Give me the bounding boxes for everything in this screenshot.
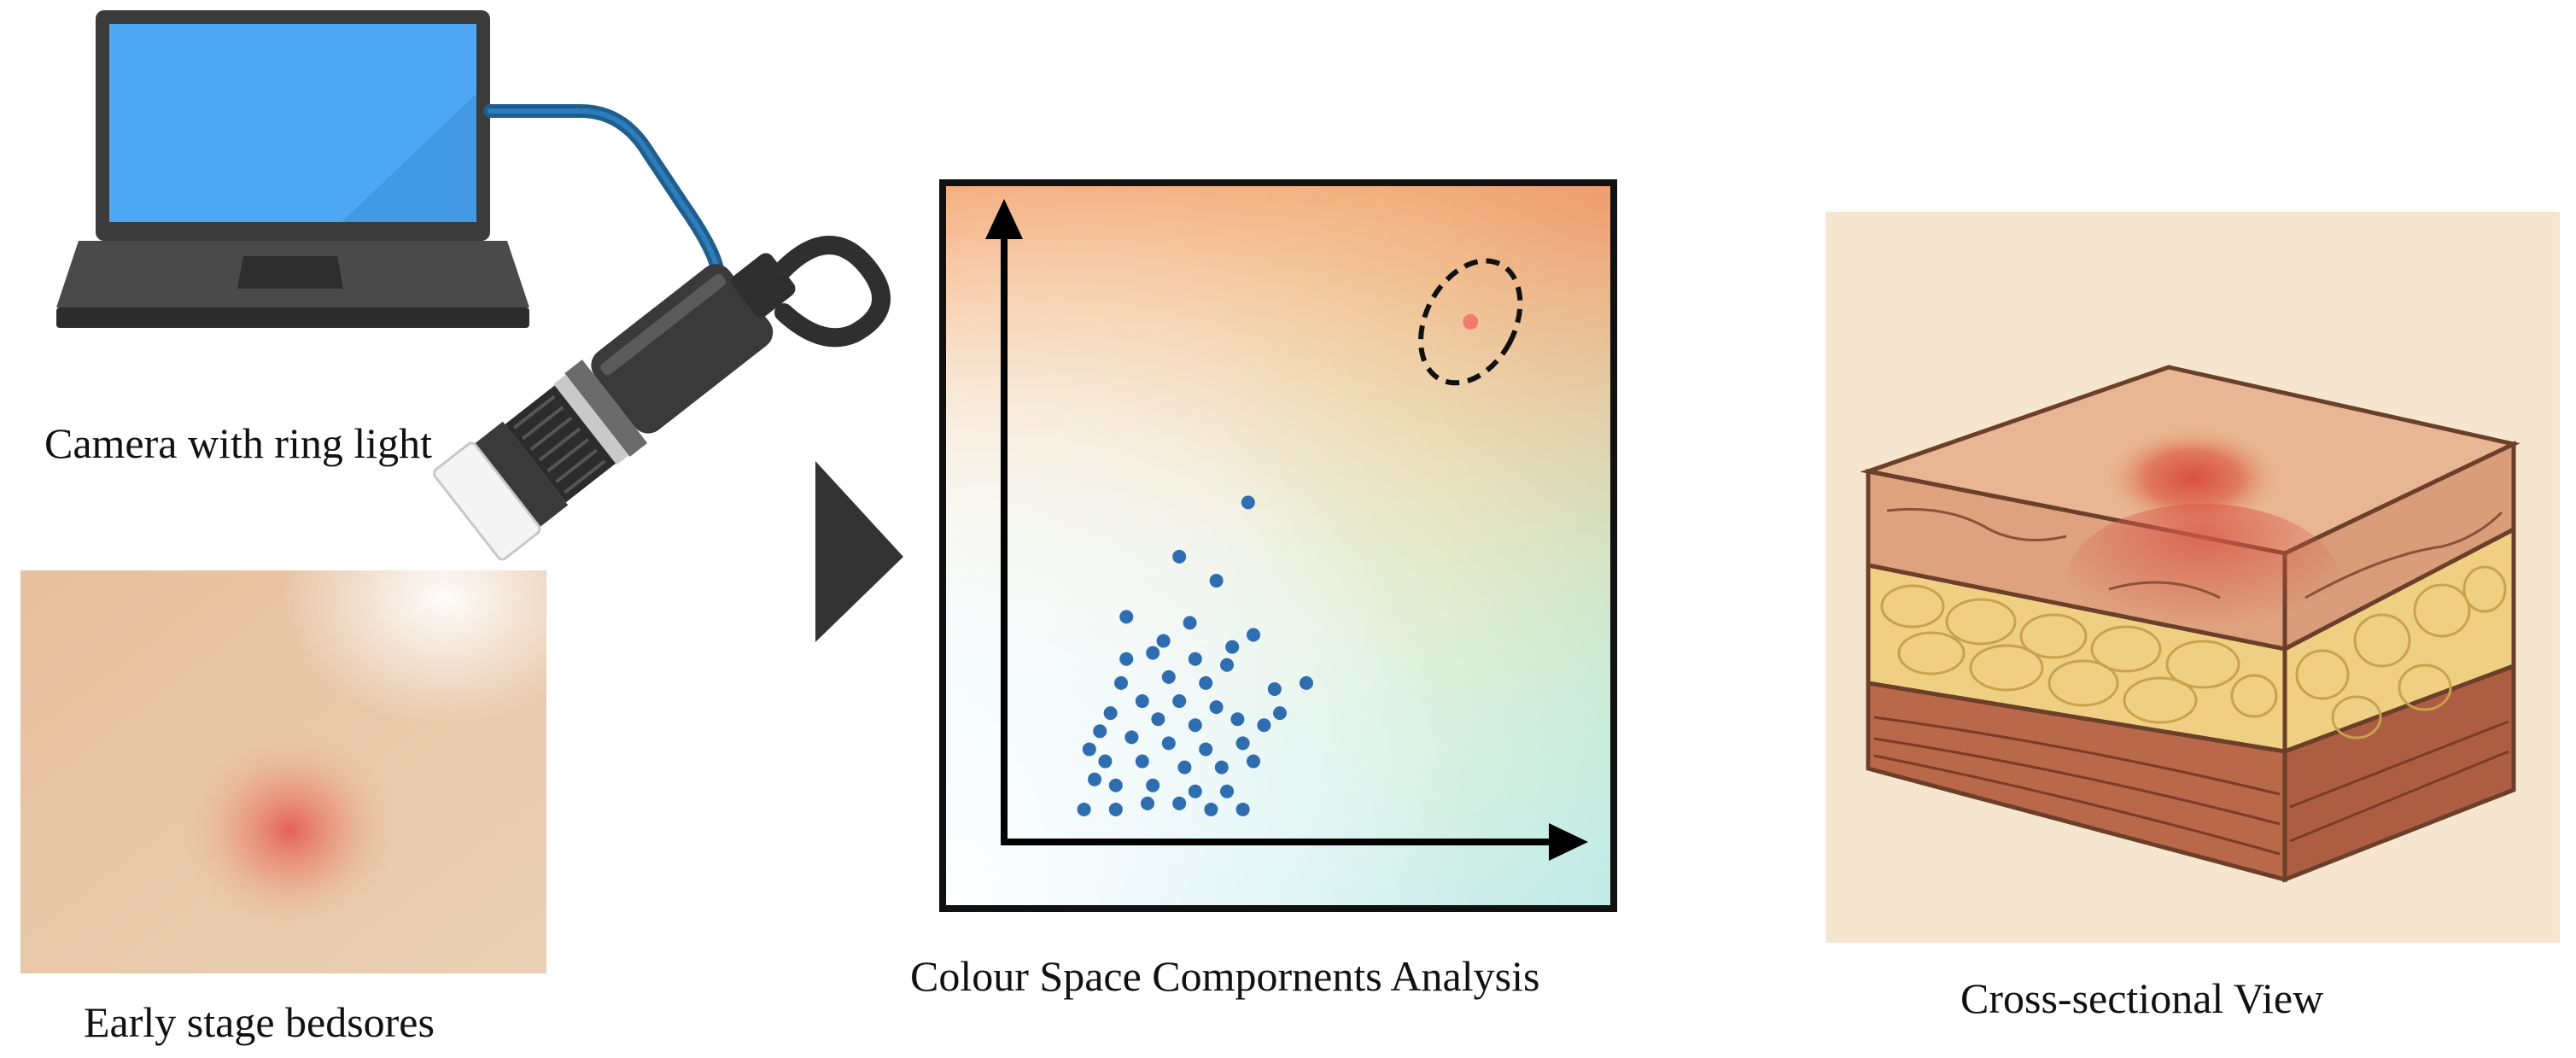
camera-nose: [474, 421, 569, 528]
scatter-point: [1199, 675, 1213, 690]
camera-grip-ridges: [512, 395, 606, 494]
scatter-point: [1088, 772, 1101, 786]
scatter-point: [1082, 742, 1096, 757]
camera-body-shine: [600, 273, 727, 376]
plot-frame: [939, 179, 1617, 912]
scatter-point: [1247, 628, 1260, 642]
scatter-point: [1247, 754, 1260, 769]
scatter-point: [1103, 706, 1118, 721]
muscle-layer-side: [2282, 663, 2516, 883]
scatter-point: [1235, 802, 1250, 816]
scatter-point: [1199, 742, 1213, 757]
scatter-point: [1124, 730, 1139, 745]
scatter-point: [1172, 694, 1187, 709]
scatter-point: [1172, 796, 1187, 810]
outlier-point: [1463, 313, 1479, 330]
laptop-icon: [56, 10, 529, 328]
caption-analysis: Colour Space Compornents Analysis: [910, 952, 1540, 1000]
y-axis-arrowhead: [985, 199, 1023, 239]
scatter-point: [1114, 675, 1128, 690]
scatter-point: [1235, 736, 1250, 751]
scatter-point: [1273, 706, 1287, 721]
scatter-point: [1230, 712, 1245, 727]
scatter-point: [1188, 718, 1202, 733]
laptop-base-edge: [56, 307, 529, 328]
scatter-point: [1220, 658, 1234, 672]
camera-ring-top: [564, 359, 648, 457]
camera-ring-silver: [553, 374, 629, 465]
usb-cable-highlight: [488, 108, 720, 272]
caption-camera: Camera with ring light: [44, 419, 433, 467]
scatter-point: [1135, 694, 1149, 709]
scatter-point: [1108, 778, 1123, 792]
scatter-point: [1141, 796, 1154, 810]
scatter-point: [1241, 495, 1255, 510]
skin-wrinkles: [1886, 507, 2503, 599]
scatter-point: [1135, 754, 1149, 769]
scatter-point: [1098, 754, 1113, 769]
fat-cells: [1880, 565, 2507, 739]
ring-light: [432, 441, 541, 561]
caption-cross-section: Cross-sectional View: [1960, 974, 2324, 1022]
scatter-point: [1225, 640, 1240, 654]
camera-body: [591, 264, 774, 434]
screen-glare: [342, 94, 476, 222]
scatter-point: [1177, 760, 1192, 775]
scatter-point: [1267, 681, 1282, 696]
scatter-point: [1257, 718, 1271, 733]
scatter-point: [1188, 784, 1202, 798]
x-axis-arrowhead: [1549, 823, 1588, 861]
muscle-striations: [1873, 716, 2509, 856]
scatter-point: [1220, 784, 1234, 798]
scatter-point: [1209, 574, 1224, 588]
flow-arrow-icon: [815, 461, 903, 642]
caption-bedsore: Early stage bedsores: [84, 998, 435, 1046]
scatter-points: [1077, 313, 1479, 816]
scatter-point: [1093, 724, 1107, 739]
cross-section-illustration: [1825, 212, 2560, 943]
scatter-point: [1183, 616, 1197, 630]
scatter-point: [1161, 736, 1176, 751]
lesion-top: [2107, 429, 2278, 528]
scatter-point: [1151, 712, 1165, 727]
scatter-point: [1146, 778, 1160, 792]
plot-background: [943, 183, 1614, 909]
scatter-point: [1077, 802, 1091, 816]
usb-cable: [483, 104, 724, 276]
outlier-cluster-ellipse: [1418, 258, 1523, 386]
camera-icon: [432, 236, 891, 561]
scatter-point: [1146, 646, 1160, 660]
scatter-point: [1172, 549, 1187, 564]
scatter-point: [1108, 802, 1123, 816]
camera-cable-loop: [774, 236, 891, 348]
scatter-point: [1188, 652, 1202, 666]
scatter-point: [1161, 669, 1176, 684]
scatter-point: [1300, 675, 1313, 690]
scatter-point: [1204, 802, 1218, 816]
scatter-chart: [939, 179, 1617, 912]
scatter-point: [1209, 700, 1224, 715]
scatter-point: [1119, 652, 1134, 666]
laptop-touchpad: [237, 256, 343, 289]
bedsore-lesion: [179, 728, 401, 932]
lesion-depth: [2066, 504, 2339, 658]
scatter-point: [1119, 610, 1134, 624]
scatter-point: [1214, 760, 1229, 775]
scatter-point: [1156, 634, 1171, 648]
